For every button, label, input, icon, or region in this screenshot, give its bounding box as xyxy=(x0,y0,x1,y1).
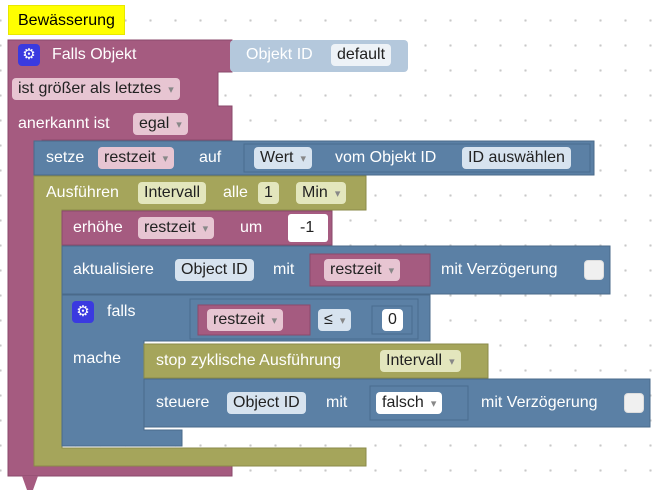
compare-mode-dropdown[interactable]: ist größer als letztes xyxy=(12,78,180,100)
if-gear-icon[interactable]: ⚙ xyxy=(72,301,94,323)
control-delay-checkbox[interactable] xyxy=(624,393,644,413)
ack-label: anerkannt ist xyxy=(18,115,110,132)
interval-amount-field[interactable]: 1 xyxy=(258,182,279,204)
interval-name-field[interactable]: Intervall xyxy=(138,182,207,204)
compare-variable-dropdown[interactable]: restzeit xyxy=(207,309,284,331)
stop-name-dropdown[interactable]: Intervall xyxy=(380,350,461,372)
increment-label: erhöhe xyxy=(73,219,123,236)
update-label: aktualisiere xyxy=(73,261,154,278)
update-with-label: mit xyxy=(273,261,295,278)
update-variable-dropdown[interactable]: restzeit xyxy=(324,259,401,281)
increment-value-field[interactable]: -1 xyxy=(300,219,315,236)
if-label: falls xyxy=(107,303,136,320)
control-label: steuere xyxy=(156,394,210,411)
increment-variable-dropdown[interactable]: restzeit xyxy=(138,217,215,239)
interval-unit-dropdown[interactable]: Min xyxy=(296,182,347,204)
comment-label[interactable]: Bewässerung xyxy=(8,5,125,35)
object-select-field[interactable]: ID auswählen xyxy=(462,147,571,169)
control-object-id-field[interactable]: Object ID xyxy=(227,392,306,414)
value-field-dropdown[interactable]: Wert xyxy=(254,147,313,169)
gear-icon[interactable]: ⚙ xyxy=(18,44,40,66)
do-label: mache xyxy=(73,350,122,367)
update-delay-checkbox[interactable] xyxy=(584,260,604,280)
set-to-label: auf xyxy=(199,149,222,166)
stop-label: stop zyklische Ausführung xyxy=(156,352,341,369)
trigger-label: Falls Objekt xyxy=(52,46,137,63)
ack-dropdown[interactable]: egal xyxy=(133,113,188,135)
compare-number-field[interactable]: 0 xyxy=(382,309,403,331)
from-object-label: vom Objekt ID xyxy=(335,149,437,166)
increment-number-shape xyxy=(288,214,328,242)
object-id-label: Objekt ID xyxy=(246,46,313,63)
operator-dropdown[interactable]: ≤ xyxy=(318,309,352,331)
control-delay-label: mit Verzögerung xyxy=(481,394,598,411)
object-id-field[interactable]: default xyxy=(331,44,392,66)
increment-by-label: um xyxy=(240,219,263,236)
interval-block-shape[interactable] xyxy=(33,175,367,467)
update-object-id-field[interactable]: Object ID xyxy=(175,259,254,281)
control-with-label: mit xyxy=(326,394,348,411)
interval-every-label: alle xyxy=(223,184,248,201)
control-value-dropdown[interactable]: falsch xyxy=(376,392,443,414)
set-label: setze xyxy=(46,149,85,166)
update-delay-label: mit Verzögerung xyxy=(441,261,558,278)
set-variable-dropdown[interactable]: restzeit xyxy=(98,147,175,169)
interval-label: Ausführen xyxy=(46,184,119,201)
trigger-block-notch xyxy=(22,476,38,490)
